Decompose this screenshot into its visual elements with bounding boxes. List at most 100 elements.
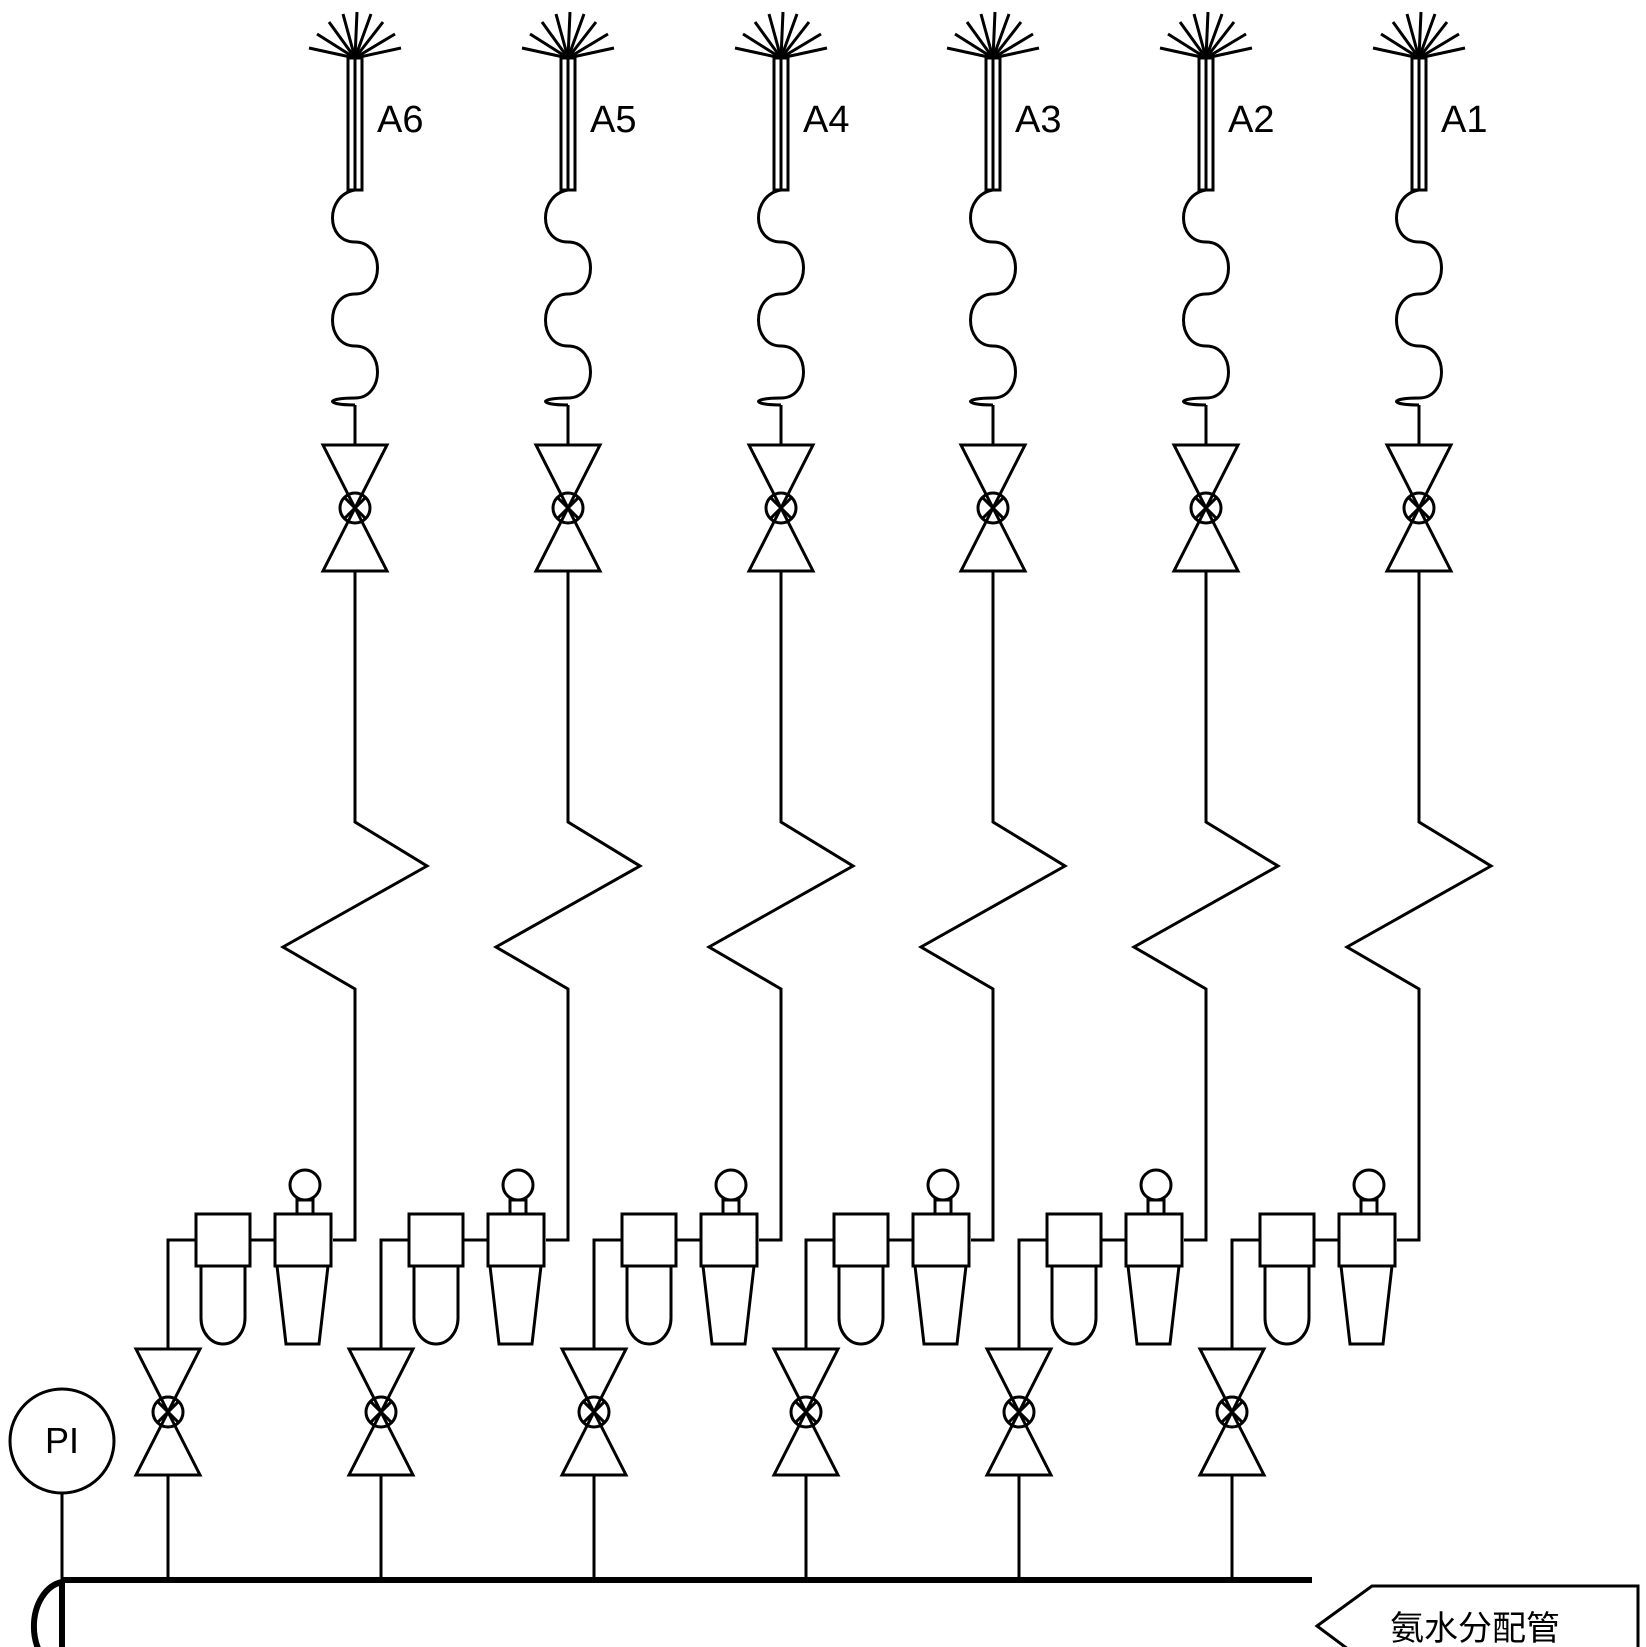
spray-nozzle-icon <box>1372 11 1466 60</box>
filter-bowl <box>1050 1266 1098 1346</box>
lower-valve-lower-triangle <box>984 1408 1054 1477</box>
gauge-stem <box>508 1198 528 1216</box>
spray-line <box>779 13 799 59</box>
lower-valve-actuator-circle <box>577 1395 611 1429</box>
spray-line <box>992 32 1034 60</box>
spray-nozzle-icon <box>308 11 402 60</box>
spray-line <box>566 11 572 59</box>
lower-valve-upper-triangle <box>133 1347 203 1416</box>
spray-line <box>327 21 357 59</box>
lower-valve-lower-triangle <box>771 1408 841 1477</box>
upper-valve-actuator-circle <box>551 491 585 525</box>
upper-valve-lower-triangle <box>1384 504 1454 573</box>
supply-line <box>804 1238 834 1349</box>
upper-valve-cross-b <box>1194 496 1218 520</box>
lower-valve-cross-b <box>156 1400 180 1424</box>
spray-line <box>1167 32 1207 60</box>
gauge-icon <box>1352 1168 1386 1202</box>
spray-line <box>1417 21 1449 59</box>
spray-line <box>1205 32 1247 60</box>
upper-valve-cross-b <box>343 496 367 520</box>
upper-valve-upper-triangle <box>1384 443 1454 512</box>
spray-line <box>992 46 1040 60</box>
flexible-hose <box>331 188 379 407</box>
lower-valve-actuator-circle <box>151 1395 185 1429</box>
upper-valve-upper-triangle <box>1171 443 1241 512</box>
spray-line <box>1391 21 1421 59</box>
upper-valve-cross-b <box>556 496 580 520</box>
branch: A6 <box>133 11 430 1580</box>
riser-with-break <box>492 571 643 1242</box>
lower-valve-cross-b <box>1007 1400 1031 1424</box>
supply-line <box>166 1238 196 1349</box>
lower-valve-upper-triangle <box>559 1347 629 1416</box>
upper-valve-actuator-circle <box>764 491 798 525</box>
filter-bowl <box>1263 1266 1311 1346</box>
branch-label: A6 <box>377 99 423 141</box>
branch: A3 <box>771 11 1068 1580</box>
flowmeter-head <box>1337 1212 1397 1268</box>
spray-line <box>779 11 785 59</box>
spray-line <box>1380 32 1420 60</box>
inflow-arrow: 氨水分配管 <box>1314 1584 1640 1647</box>
branch: A1 <box>1197 11 1494 1580</box>
gauge-icon <box>714 1168 748 1202</box>
upper-valve-actuator-circle <box>976 491 1010 525</box>
spray-line <box>1192 13 1208 59</box>
spray-line <box>753 21 783 59</box>
filter-head <box>1045 1212 1103 1268</box>
gauge-stem <box>933 1198 953 1216</box>
flowmeter-tube <box>1339 1264 1394 1346</box>
lower-valve-actuator-circle <box>789 1395 823 1429</box>
flexible-hose <box>1182 188 1230 407</box>
filter-head <box>194 1212 252 1268</box>
upper-valve-lower-triangle <box>958 504 1028 573</box>
spray-line <box>767 13 783 59</box>
flexible-hose <box>969 188 1017 407</box>
supply-line <box>1017 1238 1047 1349</box>
upper-valve-cross-b <box>981 496 1005 520</box>
flowmeter-head <box>911 1212 971 1268</box>
lower-valve-upper-triangle <box>984 1347 1054 1416</box>
spray-line <box>308 46 356 60</box>
spray-line <box>979 13 995 59</box>
gauge-icon <box>501 1168 535 1202</box>
header-pipe-label: 氨水分配管 <box>1390 1609 1560 1647</box>
upper-valve-lower-triangle <box>533 504 603 573</box>
gauge-icon <box>926 1168 960 1202</box>
lower-valve-upper-triangle <box>1197 1347 1267 1416</box>
upper-valve-lower-triangle <box>320 504 390 573</box>
lower-valve-actuator-circle <box>1215 1395 1249 1429</box>
flowmeter-tube <box>488 1264 543 1346</box>
upper-valve-cross-b <box>769 496 793 520</box>
branch-label: A1 <box>1441 99 1487 141</box>
filter-head <box>407 1212 465 1268</box>
spray-line <box>354 46 402 60</box>
spray-line <box>954 32 994 60</box>
spray-line <box>1178 21 1208 59</box>
flowmeter-tube <box>701 1264 756 1346</box>
riser-with-break <box>917 571 1068 1242</box>
spray-nozzle-icon <box>734 11 828 60</box>
flowmeter-head <box>699 1212 759 1268</box>
branch: A4 <box>559 11 856 1580</box>
flexible-hose <box>1395 188 1443 407</box>
inflow-arrow-shape <box>1314 1584 1640 1647</box>
flowmeter-tube <box>1126 1264 1181 1346</box>
spray-line <box>1418 32 1460 60</box>
spray-line <box>965 21 995 59</box>
upper-valve-actuator-circle <box>1189 491 1223 525</box>
flowmeter-tube <box>913 1264 968 1346</box>
branch: A5 <box>346 11 643 1580</box>
gauge-icon <box>288 1168 322 1202</box>
branch-label: A3 <box>1015 99 1061 141</box>
riser-with-break <box>705 571 856 1242</box>
spray-line <box>554 13 570 59</box>
spray-line <box>566 13 586 59</box>
spray-line <box>742 32 782 60</box>
upper-valve-lower-triangle <box>1171 504 1241 573</box>
upper-valve-actuator-circle <box>1402 491 1436 525</box>
flowmeter-head <box>486 1212 546 1268</box>
upper-valve-upper-triangle <box>320 443 390 512</box>
pressure-indicator-label: PI <box>45 1420 79 1461</box>
